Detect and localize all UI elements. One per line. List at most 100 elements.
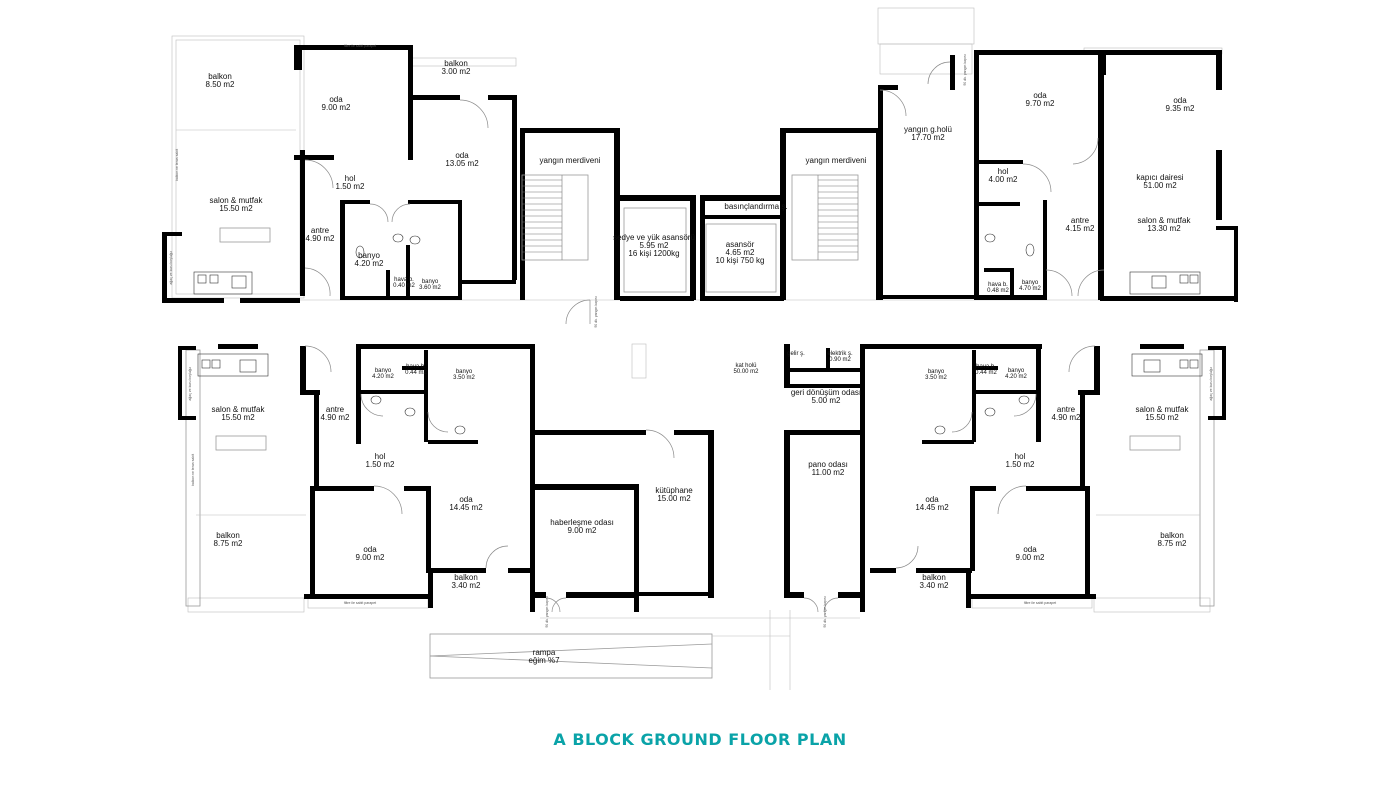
room-name-se-balkon2: balkon: [922, 573, 946, 582]
room-name-c-pano: pano odası: [808, 460, 848, 469]
room-name-nw-banyo2: banyo: [422, 279, 439, 285]
room-area-sw-balkon: 8.75 m2: [214, 539, 243, 548]
room-name-sw-oda1: oda: [459, 495, 473, 504]
svg-text:balkon ve teras sabit: balkon ve teras sabit: [175, 149, 179, 181]
room-area-sw-banyo2: 3.50 m2: [453, 375, 475, 381]
svg-text:filtre ile sabit parapet: filtre ile sabit parapet: [344, 44, 376, 48]
room-name-ne-oda1: oda: [1033, 91, 1047, 100]
room-area-c-elektrik: 0.90 m2: [829, 357, 851, 363]
room-area-ne-oda1: 9.70 m2: [1026, 99, 1055, 108]
room-area-nw-balkon2: 3.00 m2: [442, 67, 471, 76]
room-area-ne-salon: 13.30 m2: [1147, 224, 1181, 233]
room-area-nw-oda2: 13.05 m2: [445, 159, 479, 168]
room-name-sw-antre: antre: [326, 405, 345, 414]
room-area-sw-oda1: 14.45 m2: [449, 503, 483, 512]
room-name-nw-oda2: oda: [455, 151, 469, 160]
room-area-nw-antre: 4.90 m2: [306, 234, 335, 243]
room-area-nw-banyo1: 4.20 m2: [355, 259, 384, 268]
room-name-se-havaluk: hava b.: [976, 364, 996, 370]
room-name-sw-salon: salon & mutfak: [212, 405, 266, 414]
room-area-nw-hol: 1.50 m2: [336, 182, 365, 191]
room-area-se-balkon: 8.75 m2: [1158, 539, 1187, 548]
room-name-nw-antre: antre: [311, 226, 330, 235]
room-area-nw-oda1: 9.00 m2: [322, 103, 351, 112]
room-area-sw-antre: 4.90 m2: [321, 413, 350, 422]
room-area-sw-hol: 1.50 m2: [366, 460, 395, 469]
room-area-se-banyo2: 4.20 m2: [1005, 374, 1027, 380]
room-name-c-stair2: yangın merdiveni: [806, 156, 867, 165]
room-name-ne-banyo: banyo: [1022, 280, 1039, 286]
room-name-sw-banyo2: banyo: [456, 369, 473, 375]
room-name-ne-oda2: oda: [1173, 96, 1187, 105]
svg-text:ağaç ve kuru boşluğu: ağaç ve kuru boşluğu: [1209, 367, 1213, 400]
room-name-ne-holu: yangın g.holü: [904, 125, 952, 134]
room-area-se-hol: 1.50 m2: [1006, 460, 1035, 469]
room-area-c-kat-holu: 50.00 m2: [733, 369, 759, 375]
room-name-sw-balkon2: balkon: [454, 573, 478, 582]
room-name-sw-banyo1: banyo: [375, 368, 392, 374]
room-name-se-balkon: balkon: [1160, 531, 1184, 540]
room-name-c-asansor: asansör: [726, 240, 755, 249]
room-area-sw-banyo1: 4.20 m2: [372, 374, 394, 380]
room-name-c-geri: geri dönüşüm odası: [791, 388, 861, 397]
side-labels: ağaç ve kuru boşluğu ağaç ve kuru boşluğ…: [169, 44, 1213, 628]
room-area-c-kutuphane: 15.00 m2: [657, 494, 691, 503]
walls: [162, 45, 1238, 612]
room-area-sw-havaluk: 0.44 m2: [405, 370, 427, 376]
svg-text:balkon ve teras sabit: balkon ve teras sabit: [191, 454, 195, 486]
room-area-rampa: eğim %7: [528, 656, 560, 665]
room-area-c-pano: 11.00 m2: [812, 468, 845, 477]
room-name-sw-havaluk: hava b.: [406, 364, 426, 370]
room-name-se-banyo2: banyo: [1008, 368, 1025, 374]
svg-text:90 dk. yangın kapısı: 90 dk. yangın kapısı: [594, 296, 598, 327]
room-area-c-sedye: 5.95 m2: [640, 241, 669, 250]
room-name-ne-hol: hol: [998, 167, 1009, 176]
room-name-c-haberlesme: haberleşme odası: [550, 518, 614, 527]
room-area-ne-kapici: 51.00 m2: [1143, 181, 1177, 190]
room-name-c-kat-holu: kat holü: [735, 363, 756, 369]
door-swings: [304, 61, 1105, 613]
room-name-se-hol: hol: [1015, 452, 1026, 461]
room-name-nw-balkon2: balkon: [444, 59, 468, 68]
room-name-c-gelir: gelir ş.: [787, 351, 805, 357]
room-name-c-sedye: sedye ve yük asansörü: [613, 233, 695, 242]
room-name-c-kutuphane: kütüphane: [655, 486, 693, 495]
room-area-nw-banyo2: 3.60 m2: [419, 285, 441, 291]
room-area-sw-salon: 15.50 m2: [221, 413, 255, 422]
room-area-nw-salon: 15.50 m2: [219, 204, 253, 213]
room-area-ne-hol: 4.00 m2: [989, 175, 1018, 184]
room-area-se-banyo1: 3.50 m2: [925, 375, 947, 381]
room-name-nw-havaluk: hava b.: [394, 277, 414, 283]
room-area-c-geri: 5.00 m2: [812, 396, 841, 405]
room-name-rampa: rampa: [533, 648, 556, 657]
room-name-nw-banyo1: banyo: [358, 251, 380, 260]
svg-text:filtre ile sabit parapet: filtre ile sabit parapet: [344, 601, 376, 605]
room-name-c-stair1: yangın merdiveni: [540, 156, 601, 165]
room-name-sw-oda2: oda: [363, 545, 377, 554]
room-name-ne-havaluk: hava b.: [988, 282, 1008, 288]
fixtures: [193, 227, 1203, 451]
room-area-c-haberlesme: 9.00 m2: [568, 526, 597, 535]
room-extra-c-asansor: 10 kişi 750 kg: [716, 256, 765, 265]
room-area-c-asansor: 4.65 m2: [726, 248, 755, 257]
room-name-nw-hol: hol: [345, 174, 356, 183]
ramp: [429, 610, 791, 690]
room-area-se-havaluk: 0.44 m2: [975, 370, 997, 376]
room-extra-c-sedye: 16 kişi 1200kg: [628, 249, 679, 258]
svg-text:90 dk. yangın kapısı: 90 dk. yangın kapısı: [963, 54, 967, 85]
svg-text:90 dk. yangın kapısı: 90 dk. yangın kapısı: [545, 596, 549, 627]
room-name-se-antre: antre: [1057, 405, 1076, 414]
room-area-nw-balkon: 8.50 m2: [206, 80, 235, 89]
room-name-nw-balkon: balkon: [208, 72, 232, 81]
elevator-shafts: [623, 207, 777, 293]
room-area-ne-banyo: 4.70 m2: [1019, 286, 1041, 292]
room-area-ne-oda2: 9.35 m2: [1166, 104, 1195, 113]
svg-text:ağaç ve kuru boşluğu: ağaç ve kuru boşluğu: [188, 367, 192, 400]
svg-text:ağaç ve kuru boşluğu: ağaç ve kuru boşluğu: [169, 251, 173, 284]
room-area-se-oda1: 14.45 m2: [915, 503, 949, 512]
room-area-se-antre: 4.90 m2: [1052, 413, 1081, 422]
room-area-sw-oda2: 9.00 m2: [356, 553, 385, 562]
room-name-se-oda1: oda: [925, 495, 939, 504]
